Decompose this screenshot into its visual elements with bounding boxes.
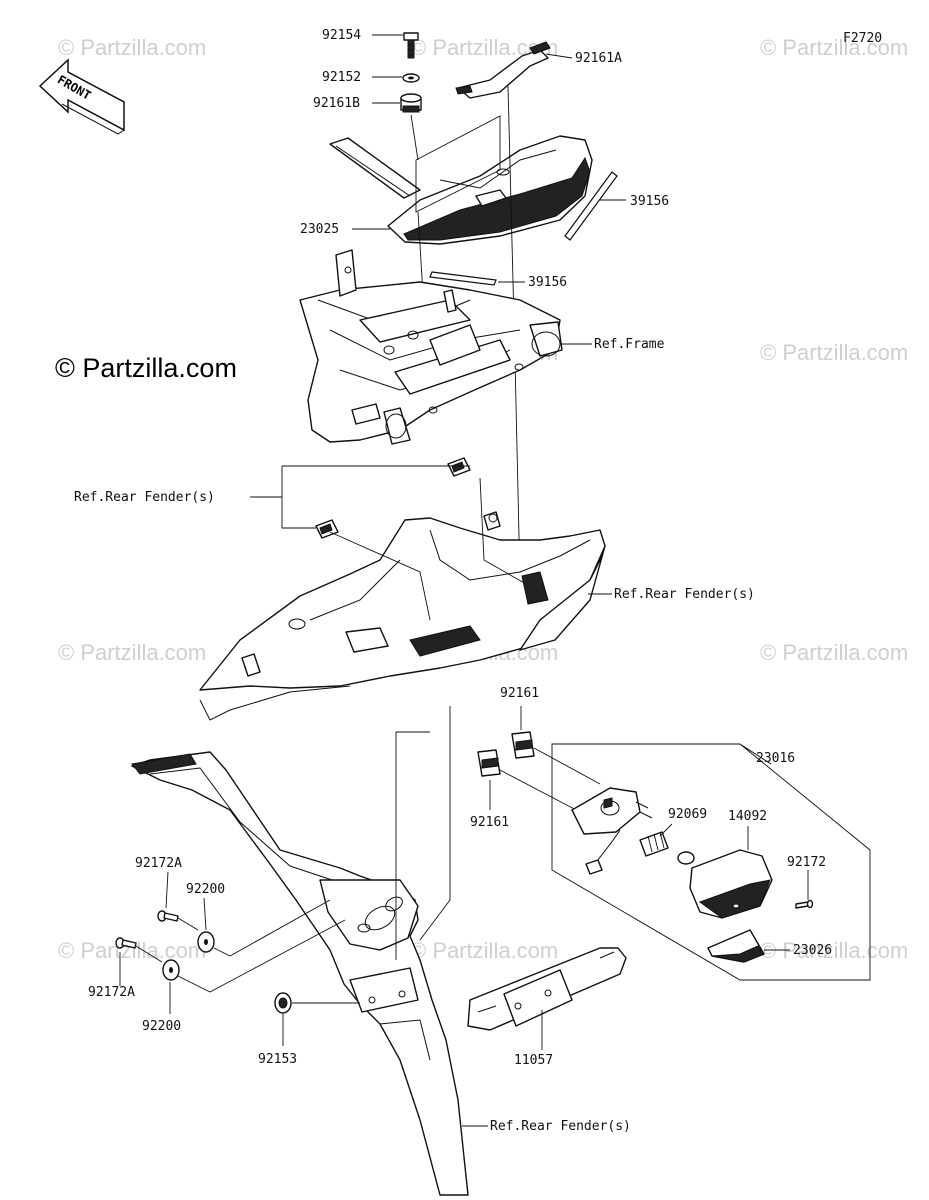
license-bracket xyxy=(131,751,469,1196)
label-23026: 23026 xyxy=(793,943,832,958)
watermark: © Partzilla.com xyxy=(760,340,908,365)
watermark: © Partzilla.com xyxy=(760,35,908,60)
watermark: © Partzilla.com xyxy=(410,938,558,963)
u-nut xyxy=(447,457,471,477)
label-ref-rear-fender-bottom: Ref.Rear Fender(s) xyxy=(490,1119,631,1134)
reflector-23026 xyxy=(707,929,765,963)
partzilla-watermark: © Partzilla.com xyxy=(55,353,237,383)
label-92154: 92154 xyxy=(322,28,361,43)
label-ref-rear-fender-left: Ref.Rear Fender(s) xyxy=(74,490,215,505)
screw-92172A-top xyxy=(157,910,179,922)
label-39156-mid: 39156 xyxy=(528,275,567,290)
label-92200-bot: 92200 xyxy=(142,1019,181,1034)
label-92200-top: 92200 xyxy=(186,882,225,897)
label-23016: 23016 xyxy=(756,751,795,766)
watermark: © Partzilla.com xyxy=(760,938,908,963)
label-92161-mid: 92161 xyxy=(470,815,509,830)
strip-39156-mid xyxy=(429,271,497,286)
label-ref-frame: Ref.Frame xyxy=(594,337,665,352)
label-92172A-top: 92172A xyxy=(135,856,182,871)
strip-39156-top xyxy=(564,171,618,241)
bracket-92161A xyxy=(455,41,551,99)
bolt-92154 xyxy=(403,32,419,59)
label-14092: 14092 xyxy=(728,809,767,824)
rear-fender xyxy=(199,511,606,721)
screw-92172A-bot xyxy=(115,937,137,949)
grommet-92161-mid xyxy=(477,749,501,777)
frame-assembly xyxy=(299,249,563,445)
label-92152: 92152 xyxy=(322,70,361,85)
watermark: © Partzilla.com xyxy=(760,640,908,665)
front-arrow-icon: FRONT xyxy=(38,58,125,135)
label-39156-top: 39156 xyxy=(630,194,669,209)
bolt-92153 xyxy=(274,992,292,1014)
lens-14092 xyxy=(689,849,773,919)
screw-92172 xyxy=(795,899,814,909)
bulb-92069 xyxy=(639,831,695,865)
label-92172: 92172 xyxy=(787,855,826,870)
watermark: © Partzilla.com xyxy=(58,35,206,60)
washer-92200-bot xyxy=(162,959,180,981)
plate-11057 xyxy=(467,947,627,1031)
label-11057: 11057 xyxy=(514,1053,553,1068)
grommet-92161-top xyxy=(511,731,535,759)
lamp-wire xyxy=(585,829,621,875)
label-92153: 92153 xyxy=(258,1052,297,1067)
lamp-socket xyxy=(571,787,653,835)
u-nut xyxy=(315,519,339,539)
label-92069: 92069 xyxy=(668,807,707,822)
label-92161B: 92161B xyxy=(313,96,360,111)
washer-92200-top xyxy=(197,931,215,953)
figure-code: F2720 xyxy=(843,31,882,46)
label-23025: 23025 xyxy=(300,222,339,237)
label-92172A-bot: 92172A xyxy=(88,985,135,1000)
collar-92152 xyxy=(402,73,420,83)
label-92161A: 92161A xyxy=(575,51,622,66)
label-92161-top: 92161 xyxy=(500,686,539,701)
label-ref-rear-fender-right: Ref.Rear Fender(s) xyxy=(614,587,755,602)
watermark: © Partzilla.com xyxy=(58,640,206,665)
tail-cover-23025 xyxy=(329,135,593,245)
grommet-92161B xyxy=(400,93,422,113)
